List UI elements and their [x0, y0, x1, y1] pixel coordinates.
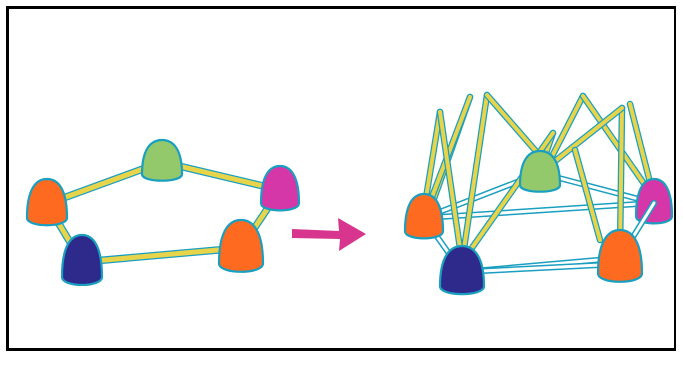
left-node-B — [140, 138, 184, 182]
right-nodes-front — [403, 192, 644, 296]
right-node-E — [438, 244, 486, 296]
right-structure — [403, 91, 674, 296]
left-ring — [25, 138, 301, 287]
right-rod-E-tip3 — [458, 91, 491, 266]
left-node-C — [259, 164, 301, 212]
right-node-D — [596, 228, 644, 283]
right-arrow-icon — [292, 218, 366, 251]
left-node-D — [217, 218, 265, 273]
left-node-E — [60, 233, 104, 287]
right-rods-front — [421, 146, 657, 275]
right-rod-tip1-E — [436, 108, 466, 266]
right-rod-D-tip — [571, 146, 604, 244]
left-nodes — [25, 138, 301, 287]
right-node-B — [518, 149, 562, 193]
right-rod-E-D-2 — [459, 261, 623, 275]
right-rod-tip6-D — [616, 104, 626, 254]
right-rod-A-C — [421, 200, 657, 221]
left-rod-D-E — [78, 244, 245, 266]
left-node-A — [25, 177, 69, 227]
right-node-A — [403, 192, 445, 240]
